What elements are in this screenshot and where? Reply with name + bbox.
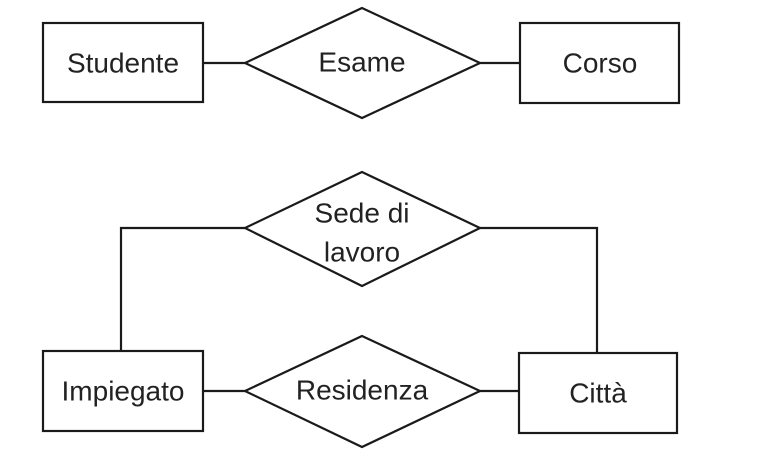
- relationship-sede-di-lavoro-label-line1: Sede di: [315, 198, 410, 229]
- relationship-residenza-diamond: [242, 334, 483, 449]
- relationship-sede-di-lavoro-diamond: [242, 170, 483, 288]
- relationship-esame: Esame: [242, 6, 483, 120]
- connector-impiegato-sede-di-lavoro: [119, 226, 245, 351]
- entity-corso: Corso: [518, 21, 681, 105]
- entity-studente-label: Studente: [67, 48, 179, 79]
- entity-citta-box: [517, 351, 679, 435]
- entity-citta: Città: [517, 351, 679, 435]
- entity-corso-label: Corso: [563, 48, 638, 79]
- entity-corso-box: [518, 21, 681, 105]
- entity-studente-box: [41, 21, 205, 104]
- entity-impiegato-box: [41, 349, 205, 433]
- relationship-sede-di-lavoro-label-line2: lavoro: [324, 237, 400, 268]
- entity-studente: Studente: [41, 21, 205, 104]
- relationship-residenza-label: Residenza: [296, 375, 429, 406]
- relationship-residenza: Residenza: [242, 334, 483, 449]
- entity-impiegato-label: Impiegato: [62, 376, 185, 407]
- relationship-sede-di-lavoro: Sede di lavoro: [242, 170, 483, 288]
- relationship-esame-label: Esame: [318, 47, 405, 78]
- relationship-esame-diamond: [242, 6, 483, 120]
- entity-citta-label: Città: [569, 378, 627, 409]
- connector-sede-di-lavoro-citta: [480, 226, 599, 353]
- entity-impiegato: Impiegato: [41, 349, 205, 433]
